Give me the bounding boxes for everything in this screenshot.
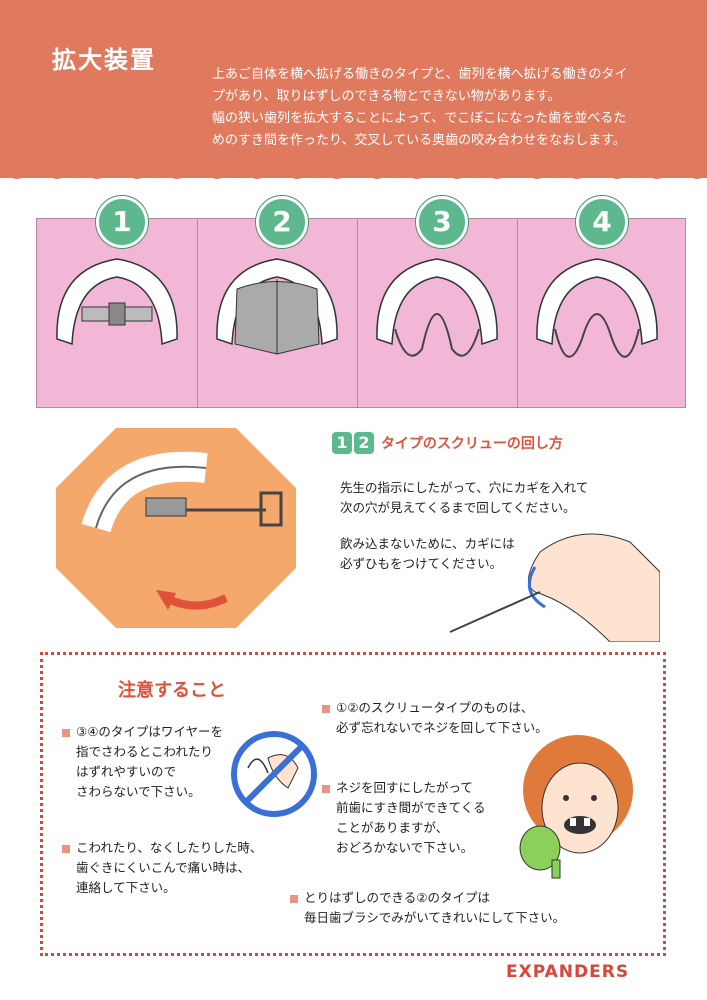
caution-box (40, 652, 666, 956)
text-line: 必ず忘れないでネジを回して下さい。 (336, 720, 548, 735)
bullet-icon (62, 844, 70, 853)
bullet-icon (62, 728, 70, 737)
intro-line: 上あご自体を横へ拡げる働きのタイプと、歯列を横へ拡げる働きのタイ (212, 67, 628, 82)
caution-title: 注意すること (118, 680, 226, 701)
header-banner (0, 0, 707, 178)
panel-divider (517, 219, 518, 407)
text-line: おどろかないで下さい。 (336, 840, 474, 855)
bullet-icon (290, 894, 298, 903)
intro-line: プがあり、取りはずしのできる物とできない物があります。 (212, 89, 561, 104)
type-number-badge: 1 (332, 432, 352, 454)
intro-line: 幅の狭い歯列を拡大することによって、でこぼこになった歯を並べるた (212, 111, 627, 126)
screw-instruction-2: 飲み込まないために、カギには 必ずひもをつけてください。 (340, 534, 515, 574)
text-line: ③④のタイプはワイヤーを (76, 724, 224, 739)
text-line: 前歯にすき間ができてくる (336, 800, 486, 815)
panel-number-badge: 3 (416, 196, 468, 248)
text-line: 先生の指示にしたがって、穴にカギを入れて (340, 480, 589, 495)
screw-instruction-1: 先生の指示にしたがって、穴にカギを入れて 次の穴が見えてくるまで回してください。 (340, 478, 588, 518)
text-line: とりはずしのできる②のタイプは (304, 890, 490, 905)
text-line: さわらないで下さい。 (76, 784, 201, 799)
text-line: 次の穴が見えてくるまで回してください。 (340, 500, 576, 515)
appliance-panels (36, 218, 686, 408)
dental-arch-illustrations (56, 258, 658, 358)
caution-note-broken: こわれたり、なくしたりした時、 歯ぐきにくいこんで痛い時は、 連絡して下さい。 (62, 838, 262, 898)
intro-text: 上あご自体を横へ拡げる働きのタイプと、歯列を横へ拡げる働きのタイ プがあり、取り… (212, 64, 682, 152)
girl-with-mirror-illustration (519, 735, 633, 879)
text-line: はずれやすいので (76, 764, 177, 779)
text-line: ことがありますが、 (336, 820, 449, 835)
bullet-icon (322, 704, 330, 713)
caution-note-wire: ③④のタイプはワイヤーを 指でさわるとこわれたり はずれやすいので さわらないで… (62, 722, 223, 802)
hand-with-key-illustration (449, 533, 660, 642)
caution-note-gap: ネジを回すにしたがって 前歯にすき間ができてくる ことがありますが、 おどろかな… (322, 778, 486, 858)
panel-number-badge: 4 (576, 196, 628, 248)
page-title: 拡大装置 (52, 46, 156, 74)
screw-heading-text: タイプのスクリューの回し方 (380, 436, 563, 452)
header-wave (0, 168, 707, 179)
text-line: 歯ぐきにくいこんで痛い時は、 (76, 860, 251, 875)
bullet-icon (322, 784, 330, 793)
text-line: ①②のスクリュータイプのものは、 (336, 700, 534, 715)
panel-divider (197, 219, 198, 407)
no-touching-wire-icon (231, 731, 317, 817)
text-line: 指でさわるとこわれたり (76, 744, 213, 759)
caution-note-cleaning: とりはずしのできる②のタイプは 毎日歯ブラシでみがいてきれいにして下さい。 (290, 888, 565, 928)
intro-line: めのすき間を作ったり、交叉している奥歯の咬み合わせをなおします。 (212, 133, 626, 148)
text-line: 必ずひもをつけてください。 (340, 556, 503, 571)
screw-appliance-illustration (56, 428, 296, 628)
text-line: こわれたり、なくしたりした時、 (76, 840, 263, 855)
text-line: 毎日歯ブラシでみがいてきれいにして下さい。 (304, 910, 566, 925)
panel-divider (357, 219, 358, 407)
panel-number-badge: 2 (256, 196, 308, 248)
panel-number-badge: 1 (96, 196, 148, 248)
type-number-badge: 2 (354, 432, 374, 454)
brand-label: EXPANDERS (506, 962, 630, 982)
text-line: 飲み込まないために、カギには (340, 536, 515, 551)
caution-note-screw: ①②のスクリュータイプのものは、 必ず忘れないでネジを回して下さい。 (322, 698, 548, 738)
text-line: ネジを回すにしたがって (336, 780, 473, 795)
text-line: 連絡して下さい。 (76, 880, 176, 895)
